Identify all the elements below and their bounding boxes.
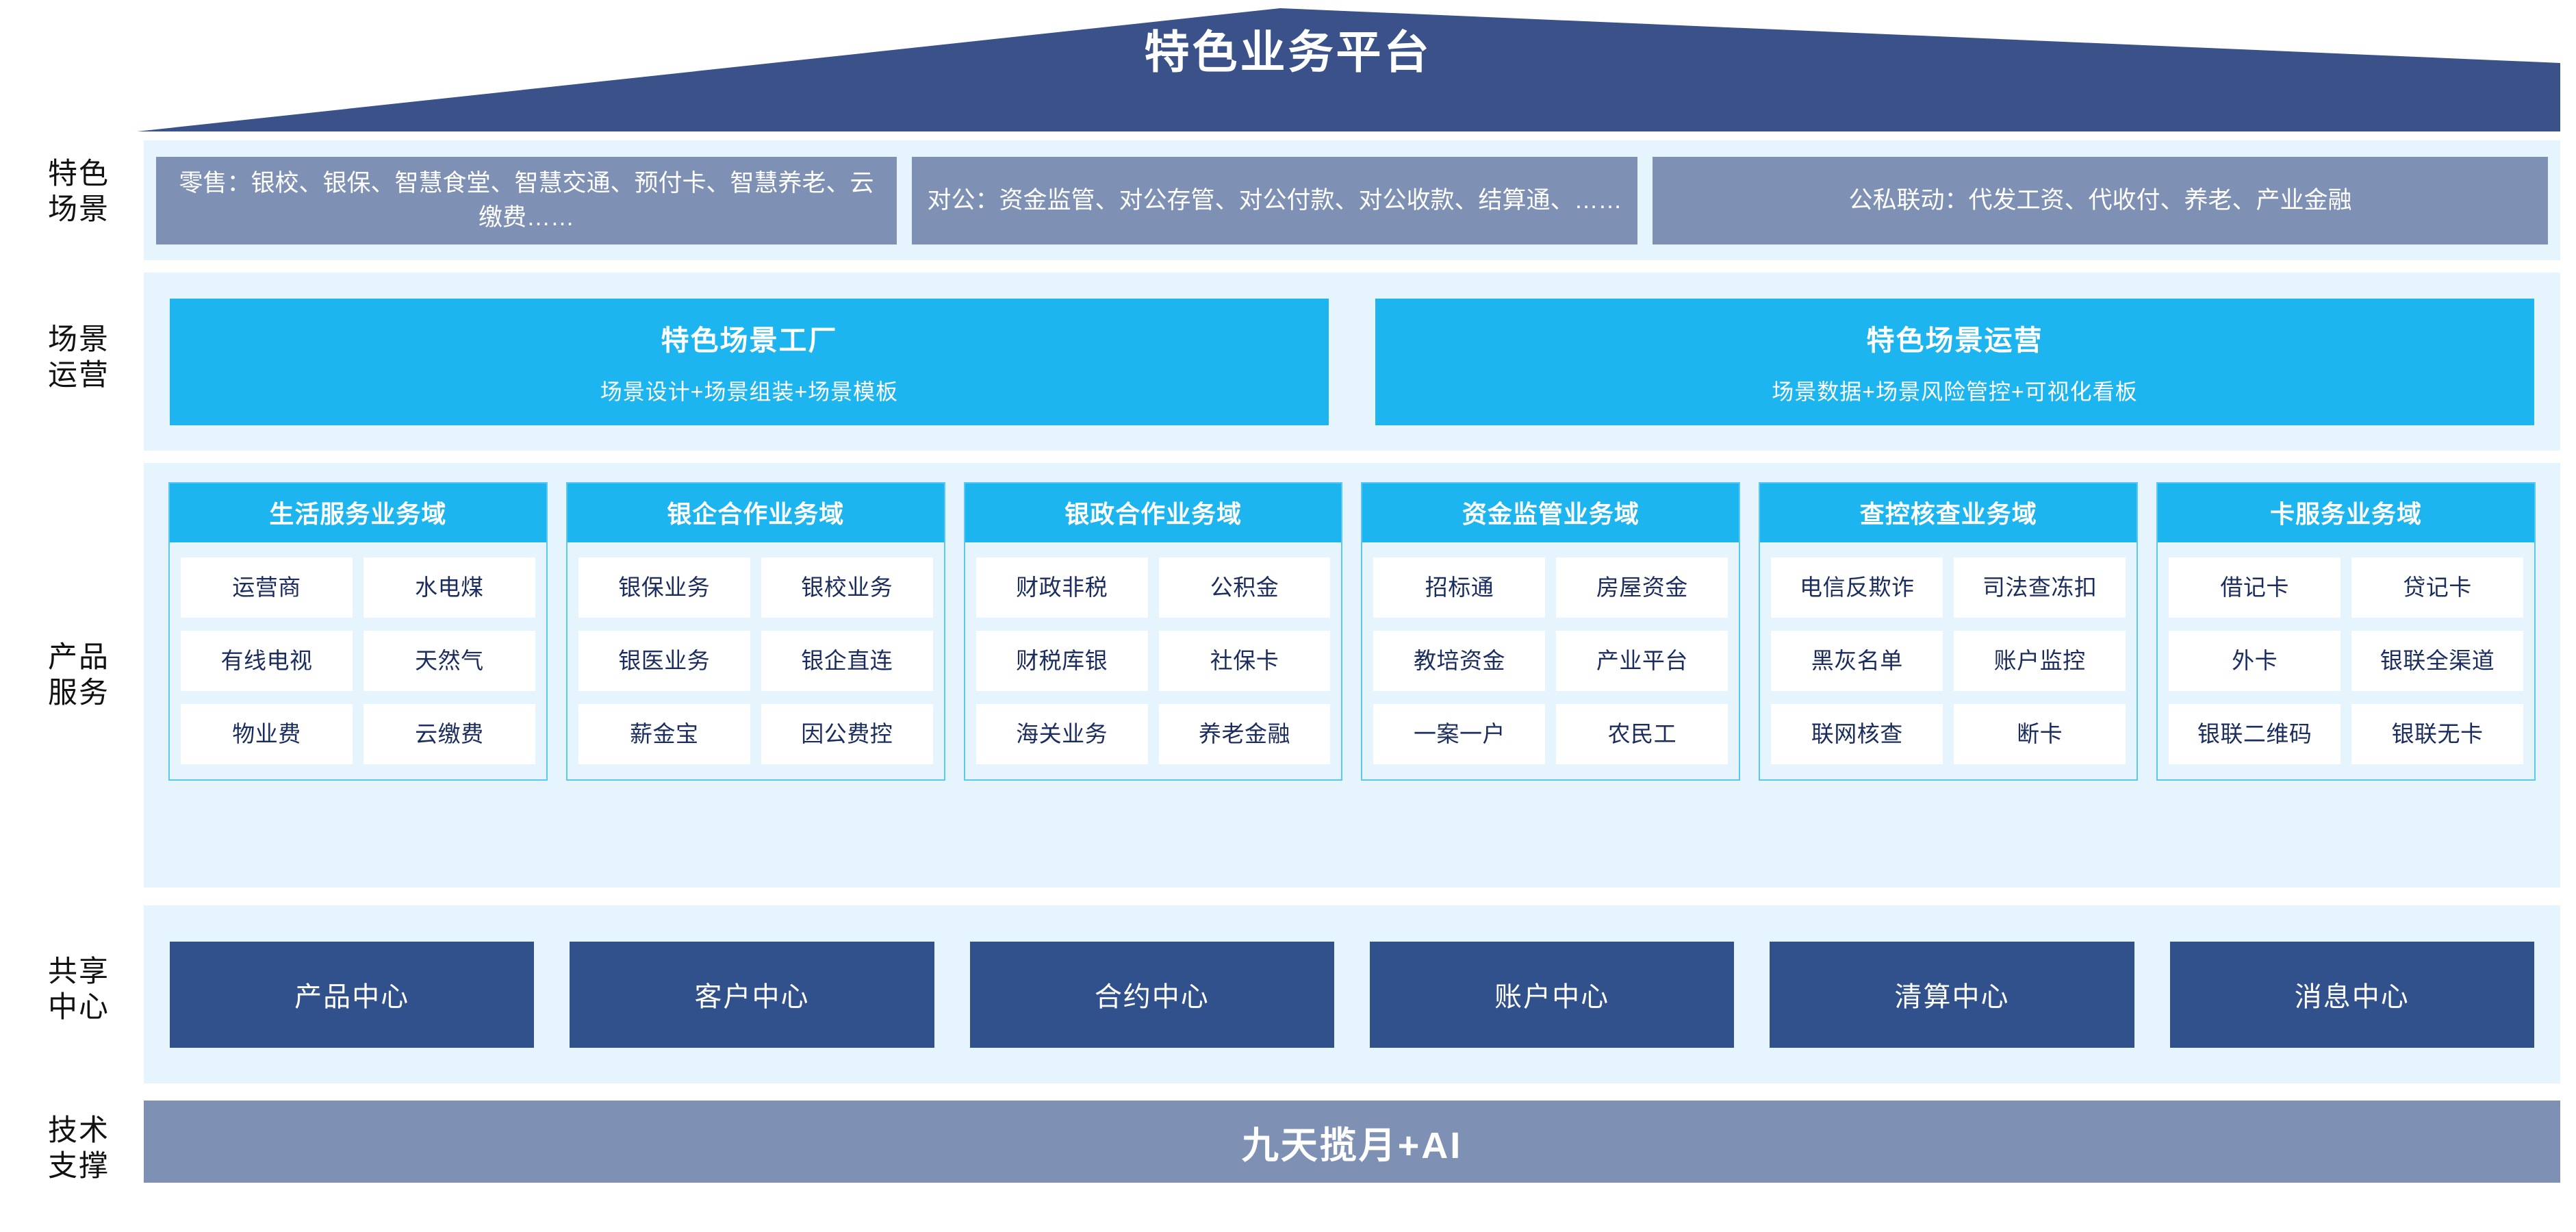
- domain-item[interactable]: 账户监控: [1954, 631, 2126, 691]
- domain-item[interactable]: 养老金融: [1158, 704, 1331, 764]
- row-label-shared: 共享 中心: [21, 954, 137, 1026]
- domain-item[interactable]: 云缴费: [363, 704, 535, 764]
- scenario-box-retail[interactable]: 零售：银校、银保、智慧食堂、智慧交通、预付卡、智慧养老、云缴费……: [156, 156, 897, 244]
- domain-column: 银政合作业务域财政非税公积金财税库银社保卡海关业务养老金融: [963, 482, 1343, 781]
- domain-item[interactable]: 断卡: [1954, 704, 2126, 764]
- domain-item[interactable]: 银企直连: [761, 631, 933, 691]
- operation-operation-title: 特色场景运营: [1866, 325, 2043, 356]
- domain-item-grid: 运营商水电煤有线电视天然气物业费云缴费: [170, 542, 546, 779]
- domain-item[interactable]: 财税库银: [975, 631, 1148, 691]
- row-label-product: 产品 服务: [21, 640, 137, 712]
- row-label-product-line1: 产品: [48, 641, 110, 674]
- row-label-shared-line2: 中心: [48, 991, 110, 1024]
- row-label-product-line2: 服务: [48, 677, 110, 710]
- domain-item[interactable]: 银联二维码: [2169, 704, 2341, 764]
- row-label-scenario: 特色 场景: [21, 156, 137, 228]
- tech-support-bar[interactable]: 九天揽月+AI: [144, 1101, 2560, 1183]
- domain-column: 生活服务业务域运营商水电煤有线电视天然气物业费云缴费: [168, 482, 548, 781]
- row-label-operation-line1: 场景: [48, 323, 110, 356]
- domain-item[interactable]: 银保业务: [578, 557, 750, 618]
- domain-title: 银政合作业务域: [965, 483, 1342, 542]
- shared-center-box[interactable]: 合约中心: [969, 941, 1334, 1048]
- domain-item[interactable]: 财政非税: [975, 557, 1148, 618]
- domain-item[interactable]: 产业平台: [1556, 631, 1729, 691]
- operation-factory-title: 特色场景工厂: [661, 325, 838, 356]
- operation-band: 特色场景工厂 场景设计+场景组装+场景模板 特色场景运营 场景数据+场景风险管控…: [144, 273, 2560, 451]
- domain-item[interactable]: 银联全渠道: [2351, 631, 2523, 691]
- domain-item[interactable]: 借记卡: [2169, 557, 2341, 618]
- domain-item[interactable]: 招标通: [1373, 557, 1546, 618]
- operation-factory-subtitle: 场景设计+场景组装+场景模板: [600, 379, 899, 404]
- domain-item[interactable]: 银联无卡: [2351, 704, 2523, 764]
- domain-item[interactable]: 农民工: [1556, 704, 1729, 764]
- domain-item-grid: 银保业务银校业务银医业务银企直连薪金宝因公费控: [568, 542, 944, 779]
- domain-column: 查控核查业务域电信反欺诈司法查冻扣黑灰名单账户监控联网核查断卡: [1759, 482, 2139, 781]
- row-label-tech-line2: 支撑: [48, 1150, 110, 1183]
- domain-item-grid: 招标通房屋资金教培资金产业平台一案一户农民工: [1362, 542, 1739, 779]
- domain-column: 资金监管业务域招标通房屋资金教培资金产业平台一案一户农民工: [1361, 482, 1741, 781]
- tech-support-band: 九天揽月+AI: [144, 1101, 2560, 1183]
- domain-item[interactable]: 社保卡: [1158, 631, 1331, 691]
- domain-item[interactable]: 银医业务: [578, 631, 750, 691]
- domain-item[interactable]: 薪金宝: [578, 704, 750, 764]
- operation-operation-subtitle: 场景数据+场景风险管控+可视化看板: [1772, 379, 2138, 404]
- operation-box-factory[interactable]: 特色场景工厂 场景设计+场景组装+场景模板: [170, 298, 1329, 425]
- domain-item[interactable]: 联网核查: [1771, 704, 1943, 764]
- roof-shape-icon: [137, 8, 2560, 131]
- domain-item[interactable]: 天然气: [363, 631, 535, 691]
- domain-item[interactable]: 房屋资金: [1556, 557, 1729, 618]
- page-title: 特色业务平台: [1144, 27, 1432, 77]
- shared-center-box[interactable]: 账户中心: [1369, 941, 1735, 1048]
- row-label-scenario-line1: 特色: [48, 158, 110, 190]
- domain-column: 卡服务业务域借记卡贷记卡外卡银联全渠道银联二维码银联无卡: [2156, 482, 2536, 781]
- domain-item[interactable]: 物业费: [181, 704, 353, 764]
- domain-column: 银企合作业务域银保业务银校业务银医业务银企直连薪金宝因公费控: [565, 482, 945, 781]
- shared-center-box[interactable]: 产品中心: [170, 941, 535, 1048]
- domain-title: 卡服务业务域: [2158, 483, 2534, 542]
- domain-item-grid: 财政非税公积金财税库银社保卡海关业务养老金融: [965, 542, 1342, 779]
- row-label-operation: 场景 运营: [21, 322, 137, 394]
- domain-item[interactable]: 司法查冻扣: [1954, 557, 2126, 618]
- domain-item[interactable]: 有线电视: [181, 631, 353, 691]
- domain-item[interactable]: 外卡: [2169, 631, 2341, 691]
- scenario-box-linkage[interactable]: 公私联动：代发工资、代收付、养老、产业金融: [1653, 156, 2548, 244]
- shared-center-box[interactable]: 客户中心: [570, 941, 934, 1048]
- domain-title: 生活服务业务域: [170, 483, 546, 542]
- scenario-box-corporate[interactable]: 对公：资金监管、对公存管、对公付款、对公收款、结算通、……: [912, 156, 1637, 244]
- row-label-tech: 技术 支撑: [21, 1113, 137, 1185]
- title-banner: 特色业务平台: [0, 0, 2576, 137]
- row-label-operation-line2: 运营: [48, 359, 110, 392]
- domain-item[interactable]: 公积金: [1158, 557, 1331, 618]
- domain-item[interactable]: 贷记卡: [2351, 557, 2523, 618]
- domain-item[interactable]: 教培资金: [1373, 631, 1546, 691]
- scenario-band: 零售：银校、银保、智慧食堂、智慧交通、预付卡、智慧养老、云缴费…… 对公：资金监…: [144, 140, 2560, 260]
- domain-title: 资金监管业务域: [1362, 483, 1739, 542]
- domain-item-grid: 电信反欺诈司法查冻扣黑灰名单账户监控联网核查断卡: [1760, 542, 2137, 779]
- shared-center-band: 产品中心客户中心合约中心账户中心清算中心消息中心: [144, 905, 2560, 1083]
- domain-item[interactable]: 电信反欺诈: [1771, 557, 1943, 618]
- domain-item[interactable]: 水电煤: [363, 557, 535, 618]
- domain-title: 银企合作业务域: [567, 483, 944, 542]
- product-band: 生活服务业务域运营商水电煤有线电视天然气物业费云缴费银企合作业务域银保业务银校业…: [144, 463, 2560, 888]
- row-label-scenario-line2: 场景: [48, 193, 110, 227]
- domain-item[interactable]: 黑灰名单: [1771, 631, 1943, 691]
- row-label-tech-line1: 技术: [48, 1114, 110, 1147]
- domain-item[interactable]: 运营商: [181, 557, 353, 618]
- shared-center-box[interactable]: 清算中心: [1770, 941, 2134, 1048]
- domain-item[interactable]: 海关业务: [975, 704, 1148, 764]
- shared-center-box[interactable]: 消息中心: [2169, 941, 2534, 1048]
- operation-box-operation[interactable]: 特色场景运营 场景数据+场景风险管控+可视化看板: [1375, 298, 2534, 425]
- domain-item-grid: 借记卡贷记卡外卡银联全渠道银联二维码银联无卡: [2158, 542, 2534, 779]
- domain-item[interactable]: 银校业务: [761, 557, 933, 618]
- row-label-shared-line1: 共享: [48, 955, 110, 988]
- domain-title: 查控核查业务域: [1760, 483, 2137, 542]
- domain-item[interactable]: 一案一户: [1373, 704, 1546, 764]
- domain-item[interactable]: 因公费控: [761, 704, 933, 764]
